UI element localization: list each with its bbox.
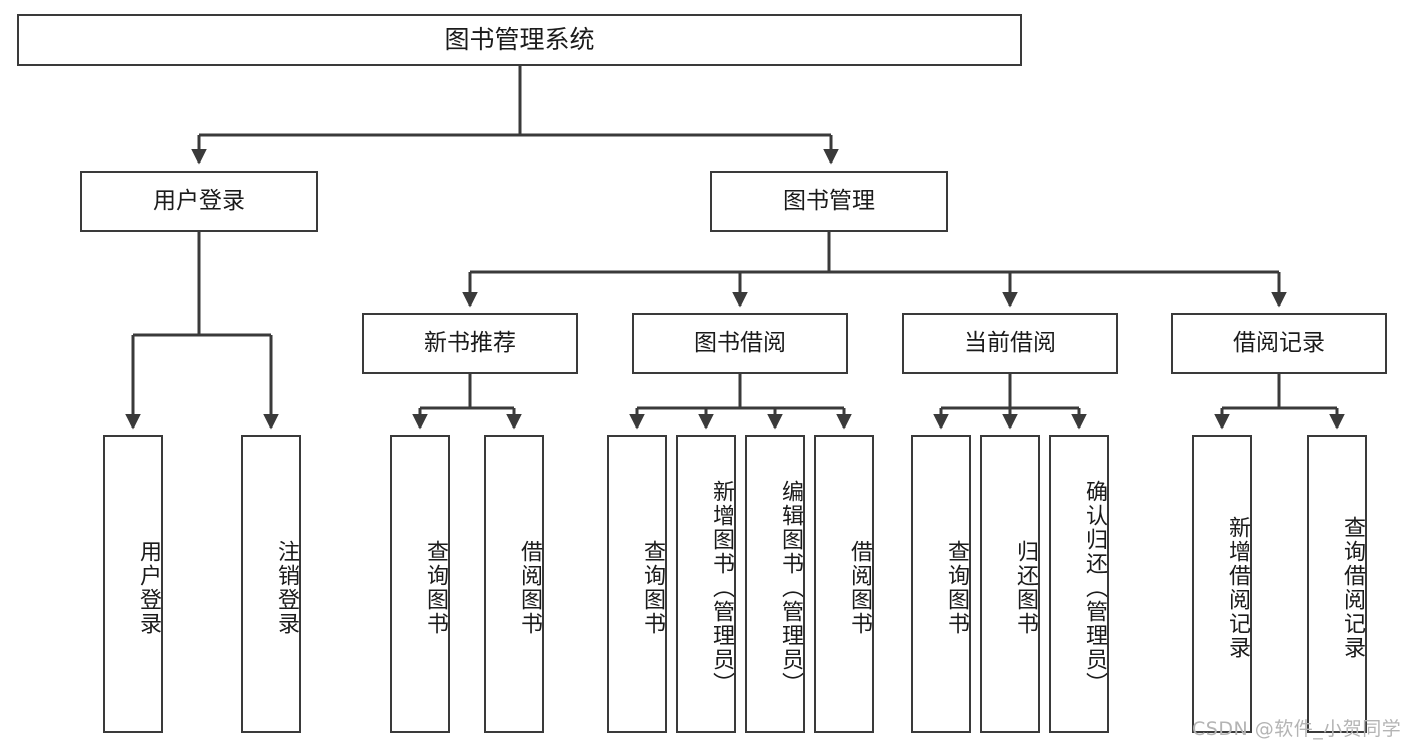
leaf-borrow-add-book-admin[interactable]: 新增图书（管理员） — [676, 435, 736, 733]
node-label: 借阅记录 — [1233, 329, 1325, 356]
leaf-borrow-query-book[interactable]: 查询图书 — [607, 435, 667, 733]
node-current-borrow[interactable]: 当前借阅 — [902, 313, 1118, 374]
leaf-record-add-record[interactable]: 新增借阅记录 — [1192, 435, 1252, 733]
node-new-book-recommend[interactable]: 新书推荐 — [362, 313, 578, 374]
node-label: 用户登录 — [153, 187, 245, 214]
node-label: 新增图书（管理员） — [709, 480, 734, 696]
node-label: 图书借阅 — [694, 329, 786, 356]
leaf-recommend-query-book[interactable]: 查询图书 — [390, 435, 450, 733]
node-label: 当前借阅 — [964, 329, 1056, 356]
leaf-record-query-record[interactable]: 查询借阅记录 — [1307, 435, 1367, 733]
node-label: 查询借阅记录 — [1340, 516, 1365, 660]
node-label: 归还图书 — [1013, 540, 1038, 636]
node-label: 借阅图书 — [847, 540, 872, 636]
node-label: 查询图书 — [423, 540, 448, 636]
leaf-borrow-borrow-book[interactable]: 借阅图书 — [814, 435, 874, 733]
leaf-user-login-login[interactable]: 用户登录 — [103, 435, 163, 733]
node-label: 确认归还（管理员） — [1082, 480, 1107, 696]
node-label: 图书管理 — [783, 187, 875, 214]
node-user-login[interactable]: 用户登录 — [80, 171, 318, 232]
leaf-user-login-logout[interactable]: 注销登录 — [241, 435, 301, 733]
node-label: 新增借阅记录 — [1225, 516, 1250, 660]
node-label: 查询图书 — [944, 540, 969, 636]
node-label: 新书推荐 — [424, 329, 516, 356]
leaf-current-confirm-return-admin[interactable]: 确认归还（管理员） — [1049, 435, 1109, 733]
node-borrow-record[interactable]: 借阅记录 — [1171, 313, 1387, 374]
node-label: 查询图书 — [640, 540, 665, 636]
leaf-borrow-edit-book-admin[interactable]: 编辑图书（管理员） — [745, 435, 805, 733]
node-book-borrow[interactable]: 图书借阅 — [632, 313, 848, 374]
leaf-recommend-borrow-book[interactable]: 借阅图书 — [484, 435, 544, 733]
node-book-management[interactable]: 图书管理 — [710, 171, 948, 232]
leaf-current-return-book[interactable]: 归还图书 — [980, 435, 1040, 733]
node-label: 图书管理系统 — [444, 25, 595, 55]
node-label: 注销登录 — [274, 540, 299, 636]
watermark-text: CSDN @软件_小贺同学 — [1192, 718, 1402, 740]
node-label: 用户登录 — [136, 540, 161, 636]
node-label: 借阅图书 — [517, 540, 542, 636]
node-label: 编辑图书（管理员） — [778, 480, 803, 696]
node-root-system[interactable]: 图书管理系统 — [17, 14, 1022, 66]
leaf-current-query-book[interactable]: 查询图书 — [911, 435, 971, 733]
